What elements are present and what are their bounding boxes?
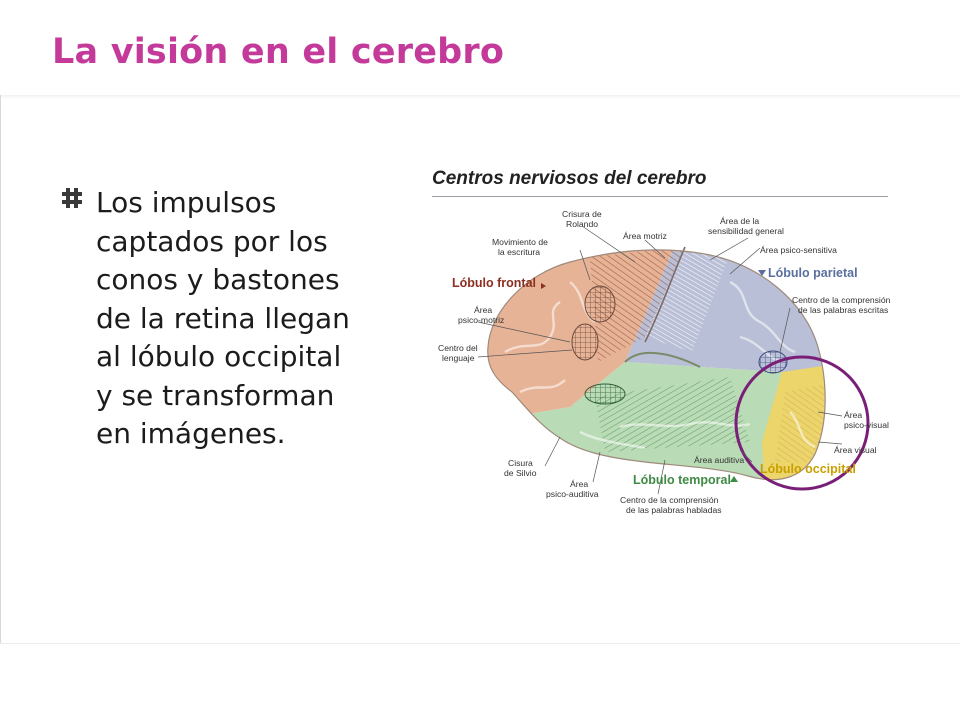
bottom-border [0, 643, 960, 644]
figure-title-rule [432, 196, 888, 197]
left-border [0, 95, 1, 643]
label-movimiento-1: Movimiento de [492, 237, 548, 247]
brain-outline [487, 249, 826, 481]
label-silvio-1: Cisura [508, 458, 533, 468]
language-center [571, 323, 599, 361]
label-psicoauditiva-2: psico-auditiva [546, 489, 599, 499]
label-crisura-2: Rolando [566, 219, 598, 229]
label-psicoauditiva-1: Área [570, 479, 588, 489]
label-psico-sensitiva: Área psico-sensitiva [760, 245, 837, 255]
label-area-auditiva: Área auditiva [694, 455, 744, 465]
brain-diagram: Crisura de Rolando Área motriz Área de l… [438, 209, 891, 515]
label-sensibilidad-2: sensibilidad general [708, 226, 784, 236]
label-lobulo-occipital: Lóbulo occipital [760, 462, 856, 476]
label-lobulo-temporal: Lóbulo temporal [633, 473, 731, 487]
label-silvio-2: de Silvio [504, 468, 537, 478]
label-area-motriz: Área motriz [623, 231, 667, 241]
occipital-highlight-circle [734, 355, 870, 491]
label-psicomotriz-2: psico-motriz [458, 315, 504, 325]
motor-strip [590, 249, 685, 362]
label-lenguaje-1: Centro del [438, 343, 478, 353]
label-psicovisual-2: psico-visual [844, 420, 889, 430]
label-area-visual: Área visual [834, 445, 877, 455]
label-psicomotriz-1: Área [474, 305, 492, 315]
sensory-strip [645, 249, 730, 352]
bullet-text: Los impulsos captados por los conos y ba… [96, 186, 350, 450]
occipital-hatch [775, 384, 825, 462]
label-lenguaje-2: lenguaje [442, 353, 475, 363]
label-lobulo-frontal: Lóbulo frontal [452, 276, 536, 290]
brain-figure: Centros nerviosos del cerebro [430, 162, 900, 527]
label-habladas-1: Centro de la comprensión [620, 495, 719, 505]
label-psicovisual-1: Área [844, 410, 862, 420]
rolandic-fissure [644, 246, 686, 343]
slide-title: La visión en el cerebro [52, 32, 505, 72]
leader-lines [477, 225, 843, 495]
label-habladas-2: de las palabras habladas [626, 505, 722, 515]
label-sensibilidad-1: Área de la [720, 216, 759, 226]
auditory-area [584, 383, 626, 405]
label-lobulo-parietal: Lóbulo parietal [768, 266, 858, 280]
label-escritas-1: Centro de la comprensión [792, 295, 891, 305]
writing-motor-area [584, 285, 616, 323]
header-shadow [0, 95, 960, 99]
label-crisura-1: Crisura de [562, 209, 602, 219]
lobulo-frontal-arrow-icon [541, 283, 546, 289]
hash-bullet-icon [62, 188, 82, 208]
label-escritas-2: de las palabras escritas [798, 305, 888, 315]
figure-title: Centros nerviosos del cerebro [432, 168, 707, 189]
label-movimiento-2: la escritura [498, 247, 540, 257]
lobulo-parietal-arrow-icon [758, 270, 766, 276]
temporal-hatch [595, 377, 750, 452]
sylvian-fissure [624, 351, 701, 368]
lobulo-temporal-arrow-icon [730, 476, 738, 482]
